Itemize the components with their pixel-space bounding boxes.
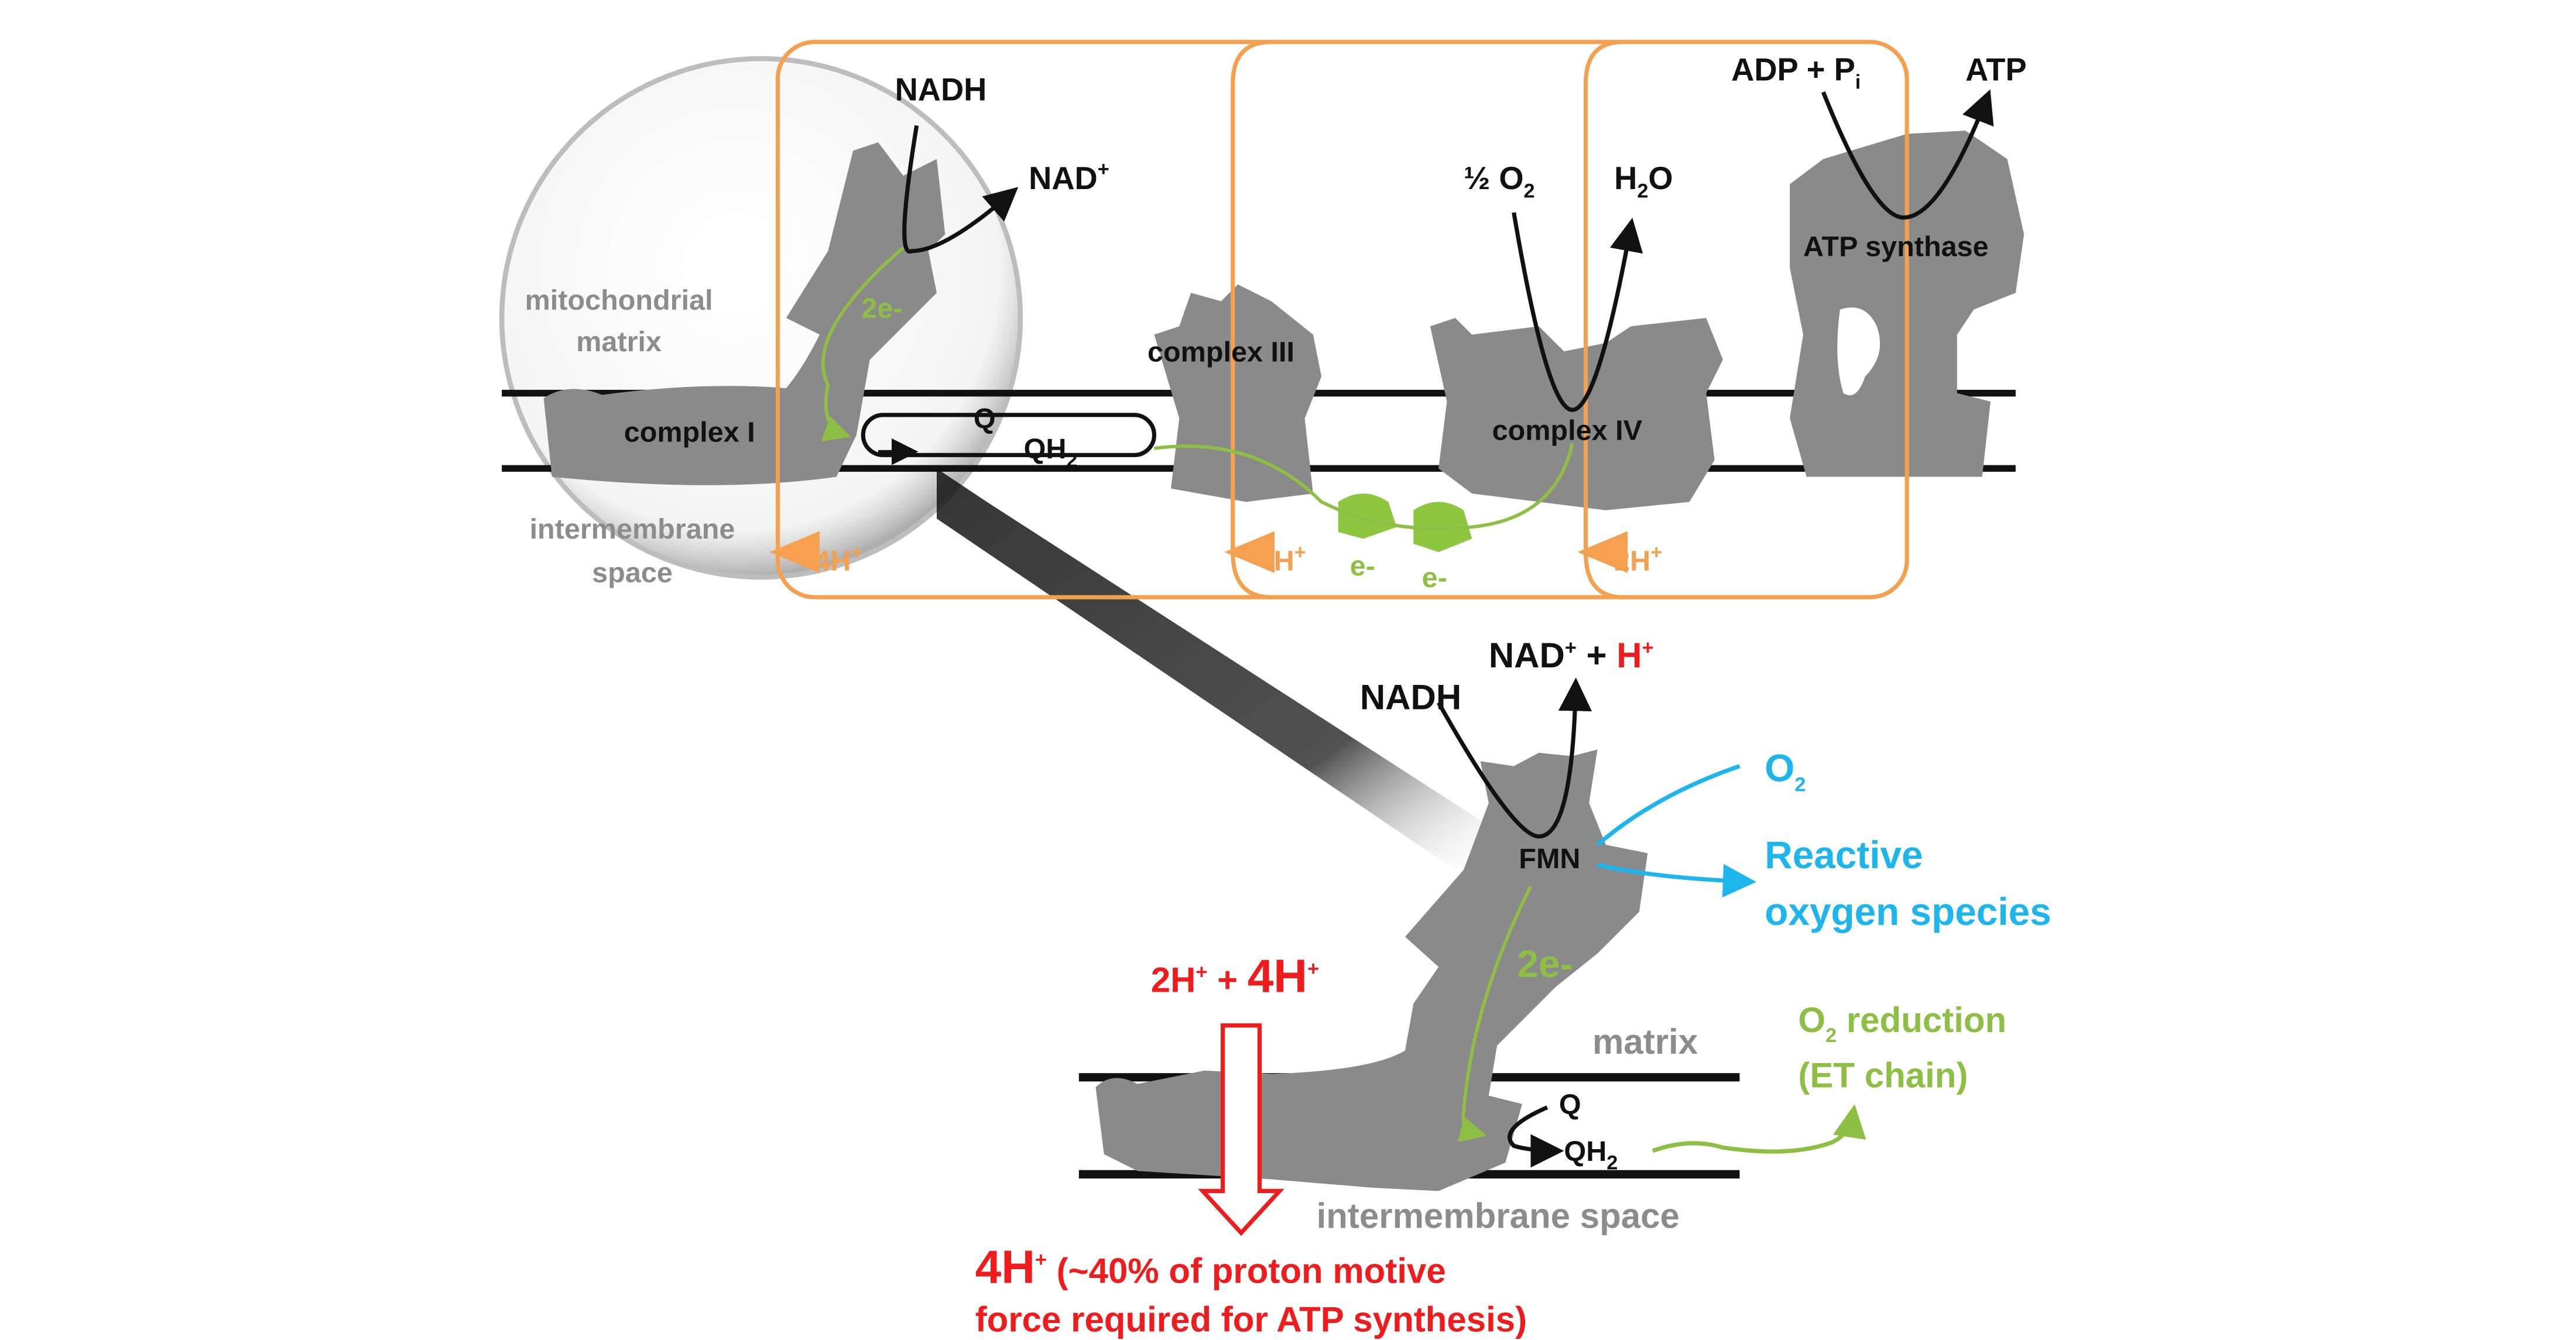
o2-reduction-label: O2 reduction — [1798, 1000, 2006, 1047]
o2-input-curve — [1596, 764, 1741, 847]
ros-output-arrow — [1597, 862, 1756, 897]
protons-in-label: 2H+ + 4H+ — [1151, 950, 1319, 1002]
oxygen-reaction-arrow — [1512, 212, 1643, 412]
protons-complex1-label: 4H+ — [814, 542, 862, 577]
zoom-nadh-reaction-arrow — [1437, 677, 1592, 839]
electron-path-to-complex4 — [1154, 443, 1574, 530]
two-electrons-label: 2e- — [861, 293, 902, 324]
half-o2-label: ½ O2 — [1464, 160, 1535, 202]
o2-reduction-arrow — [1652, 1104, 1866, 1154]
complex-3-shape — [1154, 284, 1322, 502]
ros-label-1: Reactive — [1765, 834, 1923, 876]
zoom-nadh-label: NADH — [1360, 678, 1461, 717]
atp-label: ATP — [1965, 52, 2027, 87]
q-label: Q — [974, 403, 996, 435]
intermembrane-space-label-1: intermembrane — [530, 513, 735, 545]
nad-plus-label: NAD+ — [1029, 158, 1109, 196]
zoom-two-electrons-label: 2e- — [1517, 943, 1573, 985]
pmf-line-2: force required for ATP synthesis) — [975, 1300, 1527, 1339]
ros-label-2: oxygen species — [1765, 890, 2051, 933]
mitochondrial-matrix-label-1: mitochondrial — [525, 285, 713, 316]
o2-label: O2 — [1765, 747, 1806, 796]
zoom-q-arrow — [1508, 1105, 1564, 1168]
atp-reaction-arrow — [1821, 89, 1994, 220]
proton-translocation-arrow — [1198, 1023, 1284, 1236]
intermembrane-space-label-2: space — [592, 557, 673, 589]
mitochondrial-matrix-label-2: matrix — [576, 326, 662, 358]
zoom-intermembrane-space-label: intermembrane space — [1317, 1196, 1680, 1235]
complex-4-shape — [1430, 318, 1723, 510]
complex-3-label: complex III — [1147, 336, 1294, 368]
electron-label-1: e- — [1350, 550, 1375, 582]
nadh-reaction-arrow — [902, 125, 1019, 254]
electron-label-2: e- — [1422, 562, 1447, 594]
complex-4-label: complex IV — [1492, 415, 1643, 447]
nad-plus-h-label: NAD+ + H+ — [1489, 636, 1654, 675]
zoom-qh2-label: QH2 — [1564, 1136, 1618, 1174]
atp-synthase-label: ATP synthase — [1803, 231, 1989, 262]
electron-path-complex1 — [821, 246, 905, 441]
pmf-line-1: 4H+ (~40% of proton motive — [975, 1241, 1446, 1293]
fmn-label: FMN — [1519, 843, 1580, 875]
et-chain-label: (ET chain) — [1798, 1055, 1968, 1095]
zoom-electron-path — [1457, 886, 1532, 1143]
proton-pumping-boxes — [769, 40, 1909, 599]
cytochrome-c-1 — [1338, 493, 1397, 539]
protons-complex4-label: 2H+ — [1614, 542, 1662, 577]
protons-complex3-label: 4H+ — [1258, 542, 1306, 577]
matrix-label: matrix — [1592, 1022, 1698, 1061]
qh2-label: QH2 — [1024, 433, 1078, 471]
complex-1-label: complex I — [624, 417, 755, 448]
q-cycle-loop — [861, 413, 1156, 457]
h2o-label: H2O — [1614, 160, 1673, 202]
nadh-label: NADH — [895, 72, 987, 108]
atp-synthase-pore — [1837, 307, 1880, 396]
adp-pi-label: ADP + Pi — [1731, 52, 1861, 93]
zoom-q-label: Q — [1559, 1089, 1581, 1120]
complex-1-shape — [543, 142, 946, 485]
